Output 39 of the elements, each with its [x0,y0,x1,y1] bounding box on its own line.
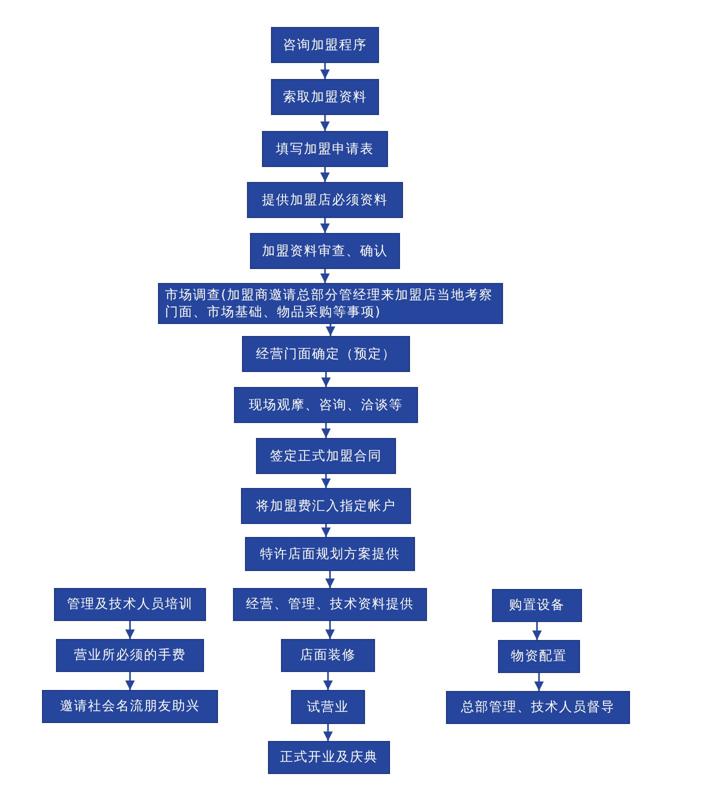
process-box: 试营业 [291,690,365,724]
process-box: 加盟资料审查、确认 [250,233,400,269]
process-box: 营业所必须的手费 [56,639,204,672]
process-box: 经营门面确定（预定） [242,336,410,372]
process-box: 总部管理、技术人员督导 [446,691,630,724]
process-box: 填写加盟申请表 [262,131,388,167]
arrow [320,269,330,283]
process-box: 购置设备 [492,589,582,622]
arrow [321,372,331,387]
arrow [321,423,331,438]
process-box: 将加盟费汇入指定帐户 [241,488,411,524]
arrow [323,672,333,690]
arrow [325,621,335,639]
arrow [321,524,331,537]
arrow [320,115,330,131]
process-box: 签定正式加盟合同 [256,438,396,474]
process-box: 经营、管理、技术资料提供 [233,588,427,621]
arrow [532,622,542,640]
arrow [125,621,135,639]
arrow [326,324,336,336]
process-box: 管理及技术人员培训 [54,588,206,621]
process-box: 市场调查(加盟商邀请总部分管经理来加盟店当地考察门面、市场基础、物品采购等事项) [158,283,503,324]
process-box: 特许店面规划方案提供 [245,537,415,571]
arrow [320,63,330,79]
arrow [320,218,330,233]
process-box: 邀请社会名流朋友助兴 [42,690,218,723]
process-box: 店面装修 [281,639,375,672]
process-box: 咨询加盟程序 [271,27,379,63]
arrow [320,167,330,182]
arrow [325,571,335,588]
process-box: 索取加盟资料 [271,79,379,115]
process-box: 物资配置 [498,640,580,673]
arrow [321,474,331,488]
process-box: 正式开业及庆典 [268,741,390,774]
arrow [125,672,135,690]
arrow [323,724,333,741]
process-box: 提供加盟店必须资料 [247,182,403,218]
process-box: 现场观摩、咨询、洽谈等 [234,387,418,423]
arrow [534,673,544,691]
